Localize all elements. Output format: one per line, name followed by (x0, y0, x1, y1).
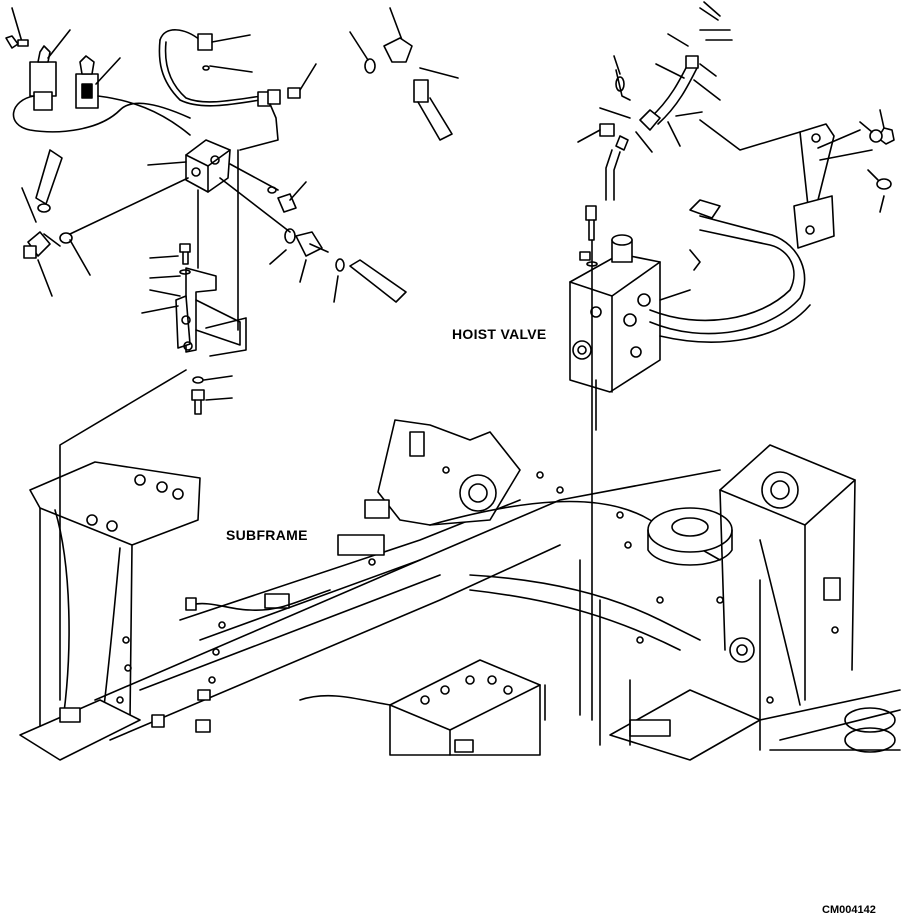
selector-valve-assembly (5, 7, 459, 701)
drawing-code-label: CM004142 (822, 904, 876, 916)
hoist-valve-assembly (569, 1, 895, 721)
subframe-label: SUBFRAME (226, 527, 308, 543)
subframe-structure (19, 419, 901, 761)
hoist-valve-label: HOIST VALVE (452, 326, 547, 342)
